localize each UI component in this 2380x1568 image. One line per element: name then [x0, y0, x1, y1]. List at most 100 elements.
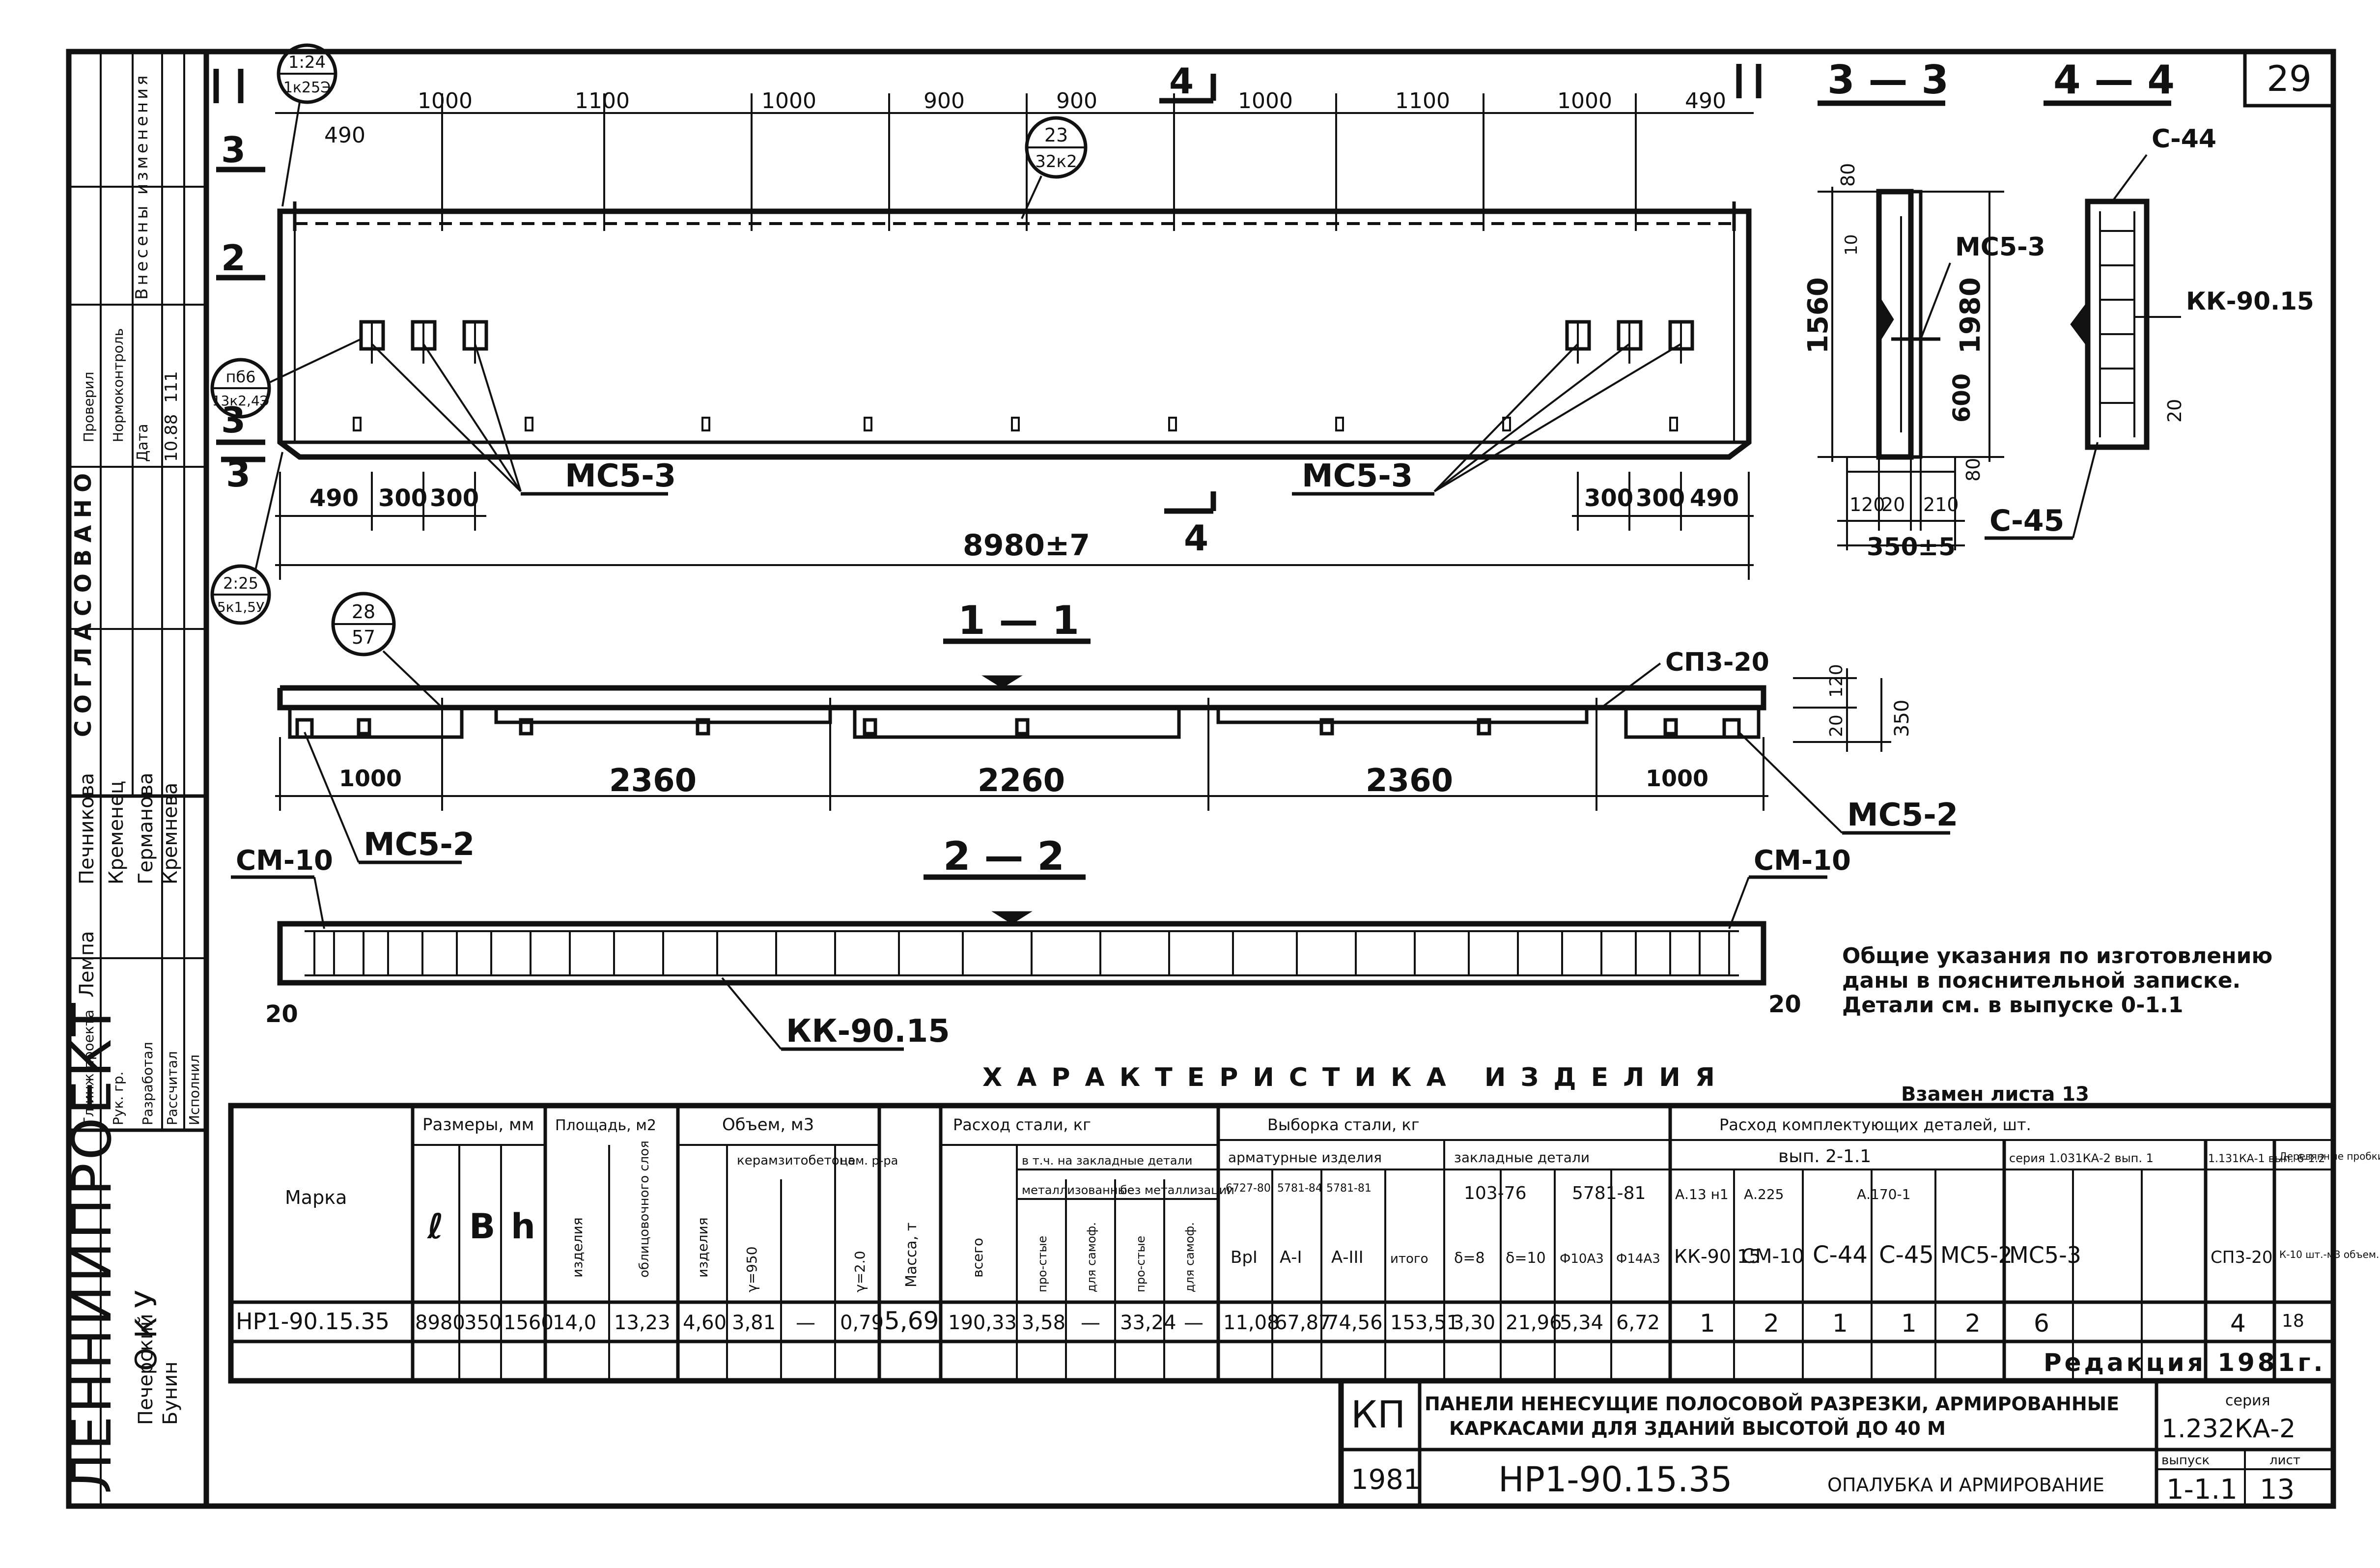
svg-text:металлизованные: металлизованные — [1022, 1183, 1134, 1197]
svg-text:21,96: 21,96 — [1506, 1311, 1562, 1334]
svg-text:3,81: 3,81 — [732, 1311, 776, 1334]
svg-text:350: 350 — [464, 1311, 502, 1334]
stamp-title-1: ПАНЕЛИ НЕНЕСУЩИЕ ПОЛОСОВОЙ РАЗРЕЗКИ, АРМ… — [1425, 1393, 2119, 1415]
svg-text:К-10 шт.-м3 объем.: К-10 шт.-м3 объем. — [2279, 1249, 2379, 1260]
section-2-2: 2 — 2 СМ-10 СМ-10 КК- — [231, 833, 1851, 1051]
top-dim-4: 1000 — [761, 88, 816, 114]
section-label-4-top: 4 — [1169, 60, 1194, 102]
s11-dim-4: 2360 — [1366, 763, 1453, 799]
svg-text:НР1-90.15.35: НР1-90.15.35 — [236, 1308, 390, 1335]
stamp-year: 1981 — [1351, 1464, 1421, 1496]
svg-text:4: 4 — [2230, 1309, 2246, 1338]
svg-text:2: 2 — [1965, 1309, 1981, 1338]
section-3-3: 3 — 3 МС5-3 80 10 1560 1980 600 80 120 2… — [1802, 57, 2045, 561]
mc53-plates-right — [1565, 320, 1694, 364]
svg-text:6727-80: 6727-80 — [1226, 1182, 1271, 1195]
edition-note: Редакция 1981г. — [2044, 1348, 2326, 1377]
svg-text:В: В — [469, 1206, 495, 1247]
sheet-number-box — [2243, 50, 2335, 108]
top-dim-9: 1000 — [1557, 88, 1612, 114]
stamp-series: 1.232КА-2 — [2161, 1414, 2296, 1444]
name-1: Лемпа — [76, 931, 98, 998]
section-22-title: 2 — 2 — [943, 833, 1064, 879]
svg-text:Площадь, м2: Площадь, м2 — [555, 1117, 656, 1134]
svg-text:δ=10: δ=10 — [1506, 1250, 1546, 1267]
svg-text:1:24: 1:24 — [288, 53, 326, 72]
s11-dim-3: 2260 — [978, 763, 1065, 799]
svg-text:ℓ: ℓ — [427, 1206, 444, 1247]
svg-text:Выборка стали, кг: Выборка стали, кг — [1267, 1115, 1420, 1134]
bottom-dim-r2: 300 — [1636, 485, 1685, 512]
s11-dim-5: 1000 — [1646, 765, 1708, 792]
svg-text:вып. 2-1.1: вып. 2-1.1 — [1778, 1146, 1871, 1167]
stamp-subtitle: ОПАЛУБКА И АРМИРОВАНИЕ — [1827, 1474, 2104, 1496]
section-label-3-top: 3 — [221, 129, 246, 171]
panel-elevation: 490 1000 1100 1000 900 900 1000 1100 100… — [210, 43, 1762, 625]
stamp-title-2: КАРКАСАМИ ДЛЯ ЗДАНИЙ ВЫСОТОЙ ДО 40 М — [1449, 1418, 1946, 1439]
svg-text:для самоф.: для самоф. — [1085, 1222, 1098, 1292]
bottom-dim-l2: 300 — [378, 485, 427, 512]
dim-20-right: 20 — [1768, 991, 1801, 1018]
top-dim-6: 900 — [1056, 88, 1097, 114]
role-chief: Гл.инж.проекта — [81, 1010, 97, 1125]
date-label: Дата — [134, 424, 151, 462]
mc53-label-left: МС5-3 — [565, 458, 676, 494]
top-dim-7: 1000 — [1238, 88, 1293, 114]
okv-label: О К У — [129, 1290, 164, 1371]
kk-s44: КК-90.15 — [2186, 287, 2314, 315]
svg-text:190,33: 190,33 — [948, 1311, 1017, 1334]
svg-text:Общие указания по изготовлению: Общие указания по изготовлению — [1842, 943, 2272, 969]
mc53-s33: МС5-3 — [1955, 232, 2045, 262]
mc53-plates-left — [359, 320, 488, 364]
svg-text:—: — — [796, 1311, 815, 1334]
section-11-title: 1 — 1 — [958, 598, 1079, 643]
general-notes: Общие указания по изготовлению даны в по… — [1842, 943, 2272, 1018]
mc52-label-left: МС5-2 — [364, 827, 475, 863]
svg-text:20: 20 — [1881, 494, 1905, 515]
role-developer: Разработал — [140, 1042, 156, 1125]
svg-text:11,08: 11,08 — [1223, 1311, 1280, 1334]
svg-text:облицовочного слоя: облицовочного слоя — [637, 1140, 652, 1278]
svg-text:1980: 1980 — [1955, 277, 1987, 354]
top-dim-1: 490 — [324, 123, 365, 148]
svg-text:А.13 н1: А.13 н1 — [1675, 1186, 1729, 1202]
svg-text:1560: 1560 — [504, 1311, 554, 1334]
sheet-frame — [203, 49, 2336, 1509]
callout-pb6: пб6 13к2,4Э — [210, 338, 362, 419]
role-checker: Проверил — [81, 371, 97, 442]
name-6: Печерский — [135, 1314, 157, 1425]
svg-text:5к1,5У: 5к1,5У — [217, 599, 264, 615]
svg-text:0,79: 0,79 — [840, 1311, 884, 1334]
name-7: Бунин — [159, 1362, 182, 1425]
svg-text:Расход стали, кг: Расход стали, кг — [953, 1115, 1091, 1134]
svg-text:закладные детали: закладные детали — [1454, 1149, 1590, 1166]
svg-text:С-45: С-45 — [1879, 1241, 1934, 1269]
title-block: КП ПАНЕЛИ НЕНЕСУЩИЕ ПОЛОСОВОЙ РАЗРЕЗКИ, … — [1338, 1378, 2336, 1509]
svg-text:МС5-3: МС5-3 — [2009, 1242, 2081, 1268]
cm10-left: СМ-10 — [236, 845, 333, 877]
svg-text:74,56: 74,56 — [1326, 1311, 1383, 1334]
stamp-issue-label: выпуск — [2161, 1453, 2210, 1468]
svg-text:20: 20 — [1826, 714, 1847, 737]
svg-text:80: 80 — [1962, 458, 1984, 482]
left-approval-strip: СОГЛАСОВАНО ЛЕННИИПРОЕКТ О К У Гл.инж.пр… — [60, 49, 209, 1509]
section-44-title: 4 — 4 — [2053, 57, 2175, 103]
stamp-sheet: 13 — [2260, 1474, 2295, 1506]
section-label-3-bottom: 3 — [221, 399, 246, 441]
role-executed: Исполнил — [186, 1055, 202, 1125]
svg-text:6,72: 6,72 — [1616, 1311, 1660, 1334]
svg-text:пб6: пб6 — [225, 368, 255, 386]
svg-text:δ=8: δ=8 — [1454, 1250, 1485, 1267]
svg-text:СМ-10: СМ-10 — [1741, 1245, 1804, 1268]
svg-text:1: 1 — [1700, 1309, 1715, 1338]
svg-text:про-стые: про-стые — [1036, 1236, 1049, 1292]
overall-length: 8980±7 — [963, 528, 1090, 563]
top-rebar-ticks — [275, 93, 1754, 231]
characteristic-title: ХАРАКТЕРИСТИКА ИЗДЕЛИЯ — [982, 1063, 1730, 1092]
svg-text:керамзитобетона: керамзитобетона — [737, 1153, 856, 1168]
kk9015-label: КК-90.15 — [786, 1013, 950, 1050]
svg-text:Деревянные пробки: Деревянные пробки — [2279, 1150, 2380, 1162]
svg-text:Ф10А3: Ф10А3 — [1560, 1252, 1604, 1266]
svg-text:1560: 1560 — [1802, 277, 1834, 354]
